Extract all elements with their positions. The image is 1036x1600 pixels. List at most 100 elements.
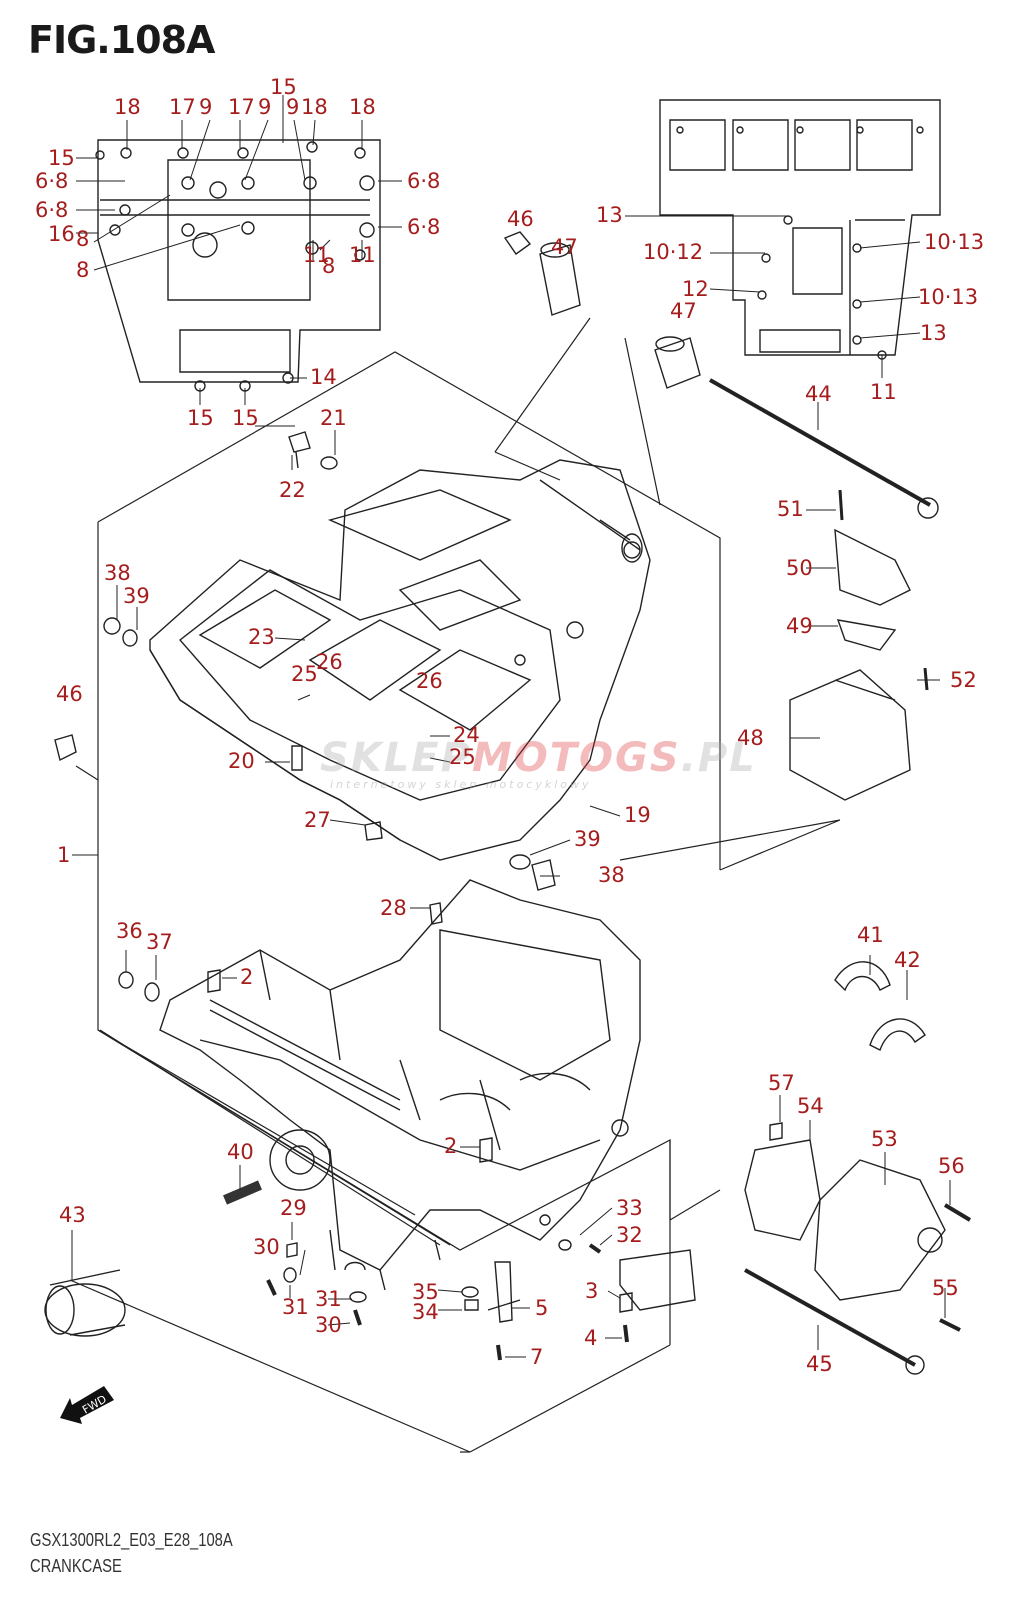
callout: 41 — [857, 923, 884, 947]
callout: 40 — [227, 1140, 254, 1164]
lower-crankcase — [159, 879, 641, 1291]
callout: 52 — [950, 668, 977, 692]
callout: 16 — [48, 222, 75, 246]
callout: 13 — [596, 203, 623, 227]
upper-crankcase — [149, 459, 651, 861]
callout: 44 — [805, 382, 832, 406]
callout: 39 — [574, 827, 601, 851]
callout: 10·13 — [918, 285, 979, 309]
callout: 28 — [380, 896, 407, 920]
callout: 50 — [786, 556, 813, 580]
callout: 45 — [806, 1352, 833, 1376]
callout: 21 — [320, 406, 347, 430]
callout: 9 — [199, 95, 213, 119]
callout: 34 — [412, 1300, 439, 1324]
callout: 4 — [584, 1326, 598, 1350]
callout: 29 — [280, 1196, 307, 1220]
callout: 53 — [871, 1127, 898, 1151]
callout: 11 — [870, 380, 897, 404]
callout: 6·8 — [407, 169, 441, 193]
watermark-part-3: GS — [615, 735, 681, 781]
callout: 15 — [232, 406, 259, 430]
callout: 25 — [449, 745, 476, 769]
callout: 26 — [416, 669, 443, 693]
callout: 49 — [786, 614, 813, 638]
callout: 15 — [187, 406, 214, 430]
watermark-tagline: internetowy sklep motocyklowy — [330, 778, 592, 791]
callout: 20 — [228, 749, 255, 773]
callout: 5 — [535, 1296, 549, 1320]
callout: 35 — [412, 1280, 439, 1304]
watermark-part-2: MOTO — [471, 735, 616, 781]
callout: 11 — [303, 243, 330, 267]
callout: 43 — [59, 1203, 86, 1227]
callout: 22 — [279, 478, 306, 502]
callout: 27 — [304, 808, 331, 832]
callout: 31 — [282, 1295, 309, 1319]
callout: 6·8 — [35, 198, 69, 222]
model-code: GSX1300RL2_E03_E28_108A — [30, 1530, 233, 1550]
callout: 30 — [315, 1313, 342, 1337]
callout: 47 — [551, 235, 578, 259]
watermark: SKLEPMOTOGS.PL — [320, 735, 757, 781]
callout: 13 — [920, 321, 947, 345]
callout: 18 — [301, 95, 328, 119]
callout: 7 — [530, 1345, 544, 1369]
callout: 18 — [114, 95, 141, 119]
callout: 47 — [670, 299, 697, 323]
callout: 10·13 — [924, 230, 985, 254]
callout: 6·8 — [35, 169, 69, 193]
callout: 19 — [624, 803, 651, 827]
callout: 10·12 — [643, 240, 704, 264]
upper-case-top-view — [659, 99, 941, 360]
callout: 9 — [258, 95, 272, 119]
callout: 11 — [349, 243, 376, 267]
assembly-boundary — [97, 351, 721, 1246]
callout: 2 — [444, 1134, 458, 1158]
callout: 33 — [616, 1196, 643, 1220]
callout: 17 — [228, 95, 255, 119]
callout: 8 — [322, 254, 336, 278]
callout: 48 — [737, 726, 764, 750]
callout: 26 — [316, 650, 343, 674]
callout: 38 — [598, 863, 625, 887]
callout: 57 — [768, 1071, 795, 1095]
callout: 38 — [104, 561, 131, 585]
small-parts — [44, 231, 972, 1375]
callout: 3 — [585, 1279, 599, 1303]
callout: 42 — [894, 948, 921, 972]
watermark-part-1: SKLEP — [320, 735, 472, 781]
fwd-arrow-icon: FWD — [60, 1386, 114, 1424]
callout: 54 — [797, 1094, 824, 1118]
leader-lines — [71, 95, 951, 1358]
callout: 9 — [286, 95, 300, 119]
callout: 25 — [291, 662, 318, 686]
callout: 12 — [682, 277, 709, 301]
callout: 8 — [76, 258, 90, 282]
callout: 24 — [453, 723, 480, 747]
callout: 51 — [777, 497, 804, 521]
watermark-suffix: .PL — [680, 735, 757, 781]
callout: 36 — [116, 919, 143, 943]
callout: 55 — [932, 1276, 959, 1300]
figure-title: FIG.108A — [28, 18, 215, 62]
callout: 46 — [507, 207, 534, 231]
callout: 37 — [146, 930, 173, 954]
callout: 46 — [56, 682, 83, 706]
callout: 39 — [123, 584, 150, 608]
callout: 18 — [349, 95, 376, 119]
callout: 6·8 — [407, 215, 441, 239]
callout: 23 — [248, 625, 275, 649]
callout: 1 — [57, 843, 71, 867]
callout: 14 — [310, 365, 337, 389]
callout: 15 — [48, 146, 75, 170]
callout: 2 — [240, 965, 254, 989]
callout: 17 — [169, 95, 196, 119]
callout: 30 — [253, 1235, 280, 1259]
callout: 32 — [616, 1223, 643, 1247]
callout: 8 — [76, 227, 90, 251]
callout: 15 — [270, 75, 297, 99]
section-name: CRANKCASE — [30, 1556, 122, 1576]
